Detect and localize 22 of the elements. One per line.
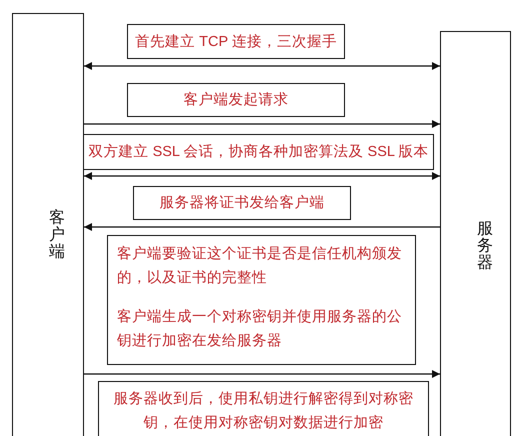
arrow [84, 172, 440, 180]
step-box [133, 186, 351, 220]
participant-label: 服务器 [477, 220, 493, 272]
step-text: 双方建立 SSL 会话，协商各种加密算法及 SSL 版本 [88, 142, 430, 162]
arrow [84, 223, 440, 231]
step-box [127, 83, 345, 117]
step-text: 首先建立 TCP 连接，三次握手 [134, 32, 338, 52]
arrow [84, 62, 440, 70]
step-box [83, 134, 434, 170]
step-text: 客户端生成一个对称密钥并使用服务器的公钥进行加密在发给服务器 [117, 308, 403, 351]
step-box [98, 381, 429, 436]
step-text: 服务器将证书发给客户端 [158, 194, 326, 213]
arrow [84, 370, 440, 378]
participant-box [12, 13, 84, 436]
arrow [84, 120, 440, 128]
participant-label: 客户端 [49, 210, 65, 260]
step-text: 客户端发起请求 [182, 90, 290, 110]
participant-box [440, 31, 511, 436]
step-box [107, 235, 416, 365]
step-text: 服务器收到后，使用私钥进行解密得到对称密钥，在使用对称密钥对数据进行加密 [113, 390, 414, 433]
step-box [127, 24, 345, 59]
step-text: 客户端要验证这个证书是否是信任机构颁发的，以及证书的完整性 [117, 244, 403, 288]
